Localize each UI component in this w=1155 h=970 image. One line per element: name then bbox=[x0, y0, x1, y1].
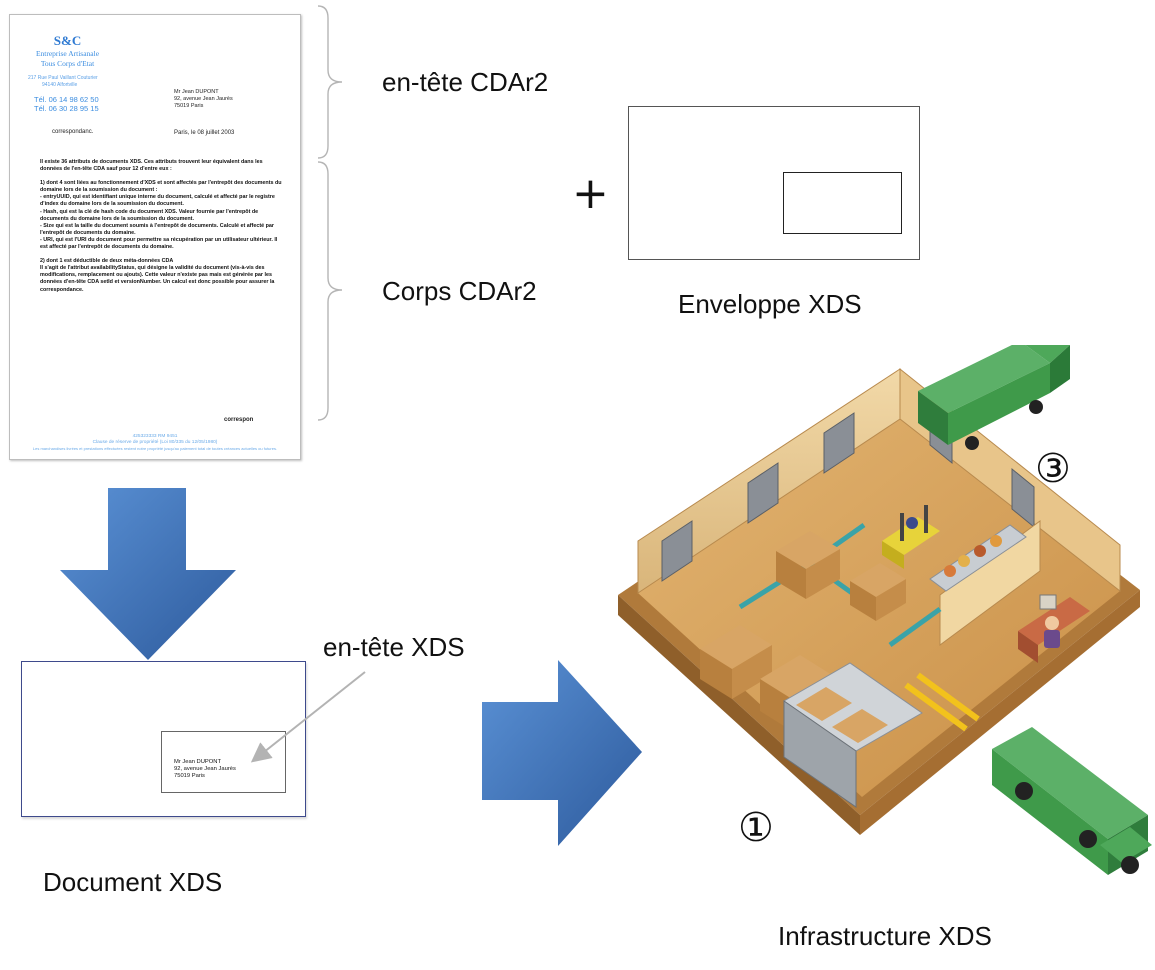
company-logo: S&C bbox=[53, 33, 82, 48]
letter-paragraph: Il existe 36 attributs de documents XDS.… bbox=[40, 159, 263, 173]
xds-recipient-street: 92, avenue Jean Jaurès bbox=[174, 766, 236, 772]
cda-letter: S&C Entreprise Artisanale Tous Corps d'E… bbox=[9, 14, 301, 460]
cda-header-label: en-tête CDAr2 bbox=[382, 67, 549, 97]
letter-footer-line2: Clause de réserve de propriété (Loi 80/3… bbox=[92, 440, 218, 445]
xds-envelope bbox=[628, 106, 920, 260]
plus-sign: + bbox=[572, 168, 609, 219]
letter-body: Il existe 36 attributs de documents XDS.… bbox=[40, 159, 285, 294]
xds-header-label: en-tête XDS bbox=[323, 632, 465, 662]
slab-right-face bbox=[860, 590, 1140, 835]
letter-salutation: correspondanc. bbox=[52, 129, 94, 135]
recipient-street: 92, avenue Jean Jaurès bbox=[174, 96, 233, 102]
xds-document-label: Document XDS bbox=[43, 867, 223, 897]
letter-paragraph: - entryUUID, qui est identifiant unique … bbox=[40, 194, 275, 208]
body-brace bbox=[317, 161, 343, 421]
goods-shelf bbox=[929, 524, 1027, 592]
letter-paragraph: - Hash, qui est la clé de hash code du d… bbox=[40, 208, 259, 222]
company-tel1: Tél. 06 14 98 62 50 bbox=[34, 95, 99, 104]
address-window: Mr Jean DUPONT 92, avenue Jean Jaurès 75… bbox=[161, 731, 286, 793]
cda-body-label: Corps CDAr2 bbox=[382, 276, 537, 306]
recipient-name: Mr Jean DUPONT bbox=[174, 89, 219, 95]
right-arrow bbox=[482, 660, 642, 846]
xds-recipient-city: 75019 Paris bbox=[174, 773, 205, 779]
company-address-line1: 217 Rue Paul Vaillant Couturier bbox=[28, 75, 98, 81]
letter-signature: correspon bbox=[224, 417, 254, 423]
letter-paragraph: Il s'agit de l'attribut availabilityStat… bbox=[40, 265, 275, 293]
down-arrow bbox=[60, 488, 236, 660]
step-1-marker: ① bbox=[738, 805, 774, 851]
forklift bbox=[882, 505, 940, 569]
pallet-boxes bbox=[700, 531, 906, 731]
truck-bottom bbox=[992, 727, 1152, 875]
letter-paragraph: 1) dont 4 sont liées au fonctionnement d… bbox=[40, 180, 282, 194]
letter-paragraph: - URI, qui est l'URI du document pour pe… bbox=[40, 236, 278, 251]
company-name-line1: Entreprise Artisanale bbox=[35, 49, 100, 58]
xds-recipient-name: Mr Jean DUPONT bbox=[174, 759, 222, 765]
company-name-line2: Tous Corps d'Etat bbox=[40, 59, 95, 68]
header-brace bbox=[317, 5, 343, 159]
xds-document-envelope: Mr Jean DUPONT 92, avenue Jean Jaurès 75… bbox=[21, 661, 306, 817]
slab-left-face bbox=[618, 595, 860, 835]
letter-paragraph: - Size qui est la taille du document sou… bbox=[40, 222, 275, 236]
letter-footer-line3: Les marchandises livrées et prestations … bbox=[32, 446, 278, 451]
floor-stripes bbox=[904, 672, 980, 732]
shelving-unit bbox=[783, 662, 923, 808]
letter-date: Paris, le 08 juillet 2003 bbox=[174, 130, 235, 136]
truck-top bbox=[918, 345, 1070, 450]
pointer-arrow bbox=[250, 671, 366, 763]
step-3-marker: ③ bbox=[1035, 446, 1071, 492]
office-worker bbox=[1018, 594, 1090, 663]
recipient-city: 75019 Paris bbox=[174, 103, 204, 109]
dock-doors bbox=[661, 412, 855, 582]
company-tel2: Tél. 06 30 28 95 15 bbox=[34, 104, 99, 113]
letter-footer-line1: 425323333 RM 9451 bbox=[132, 434, 178, 439]
infrastructure-label: Infrastructure XDS bbox=[778, 921, 992, 951]
envelope-label: Enveloppe XDS bbox=[678, 289, 862, 319]
envelope-window bbox=[783, 172, 902, 234]
company-address-line2: 94140 Alfortville bbox=[42, 82, 78, 88]
letter-paragraph: 2) dont 1 est déductible de deux méta-do… bbox=[40, 258, 174, 265]
warehouse-illustration bbox=[618, 345, 1152, 875]
